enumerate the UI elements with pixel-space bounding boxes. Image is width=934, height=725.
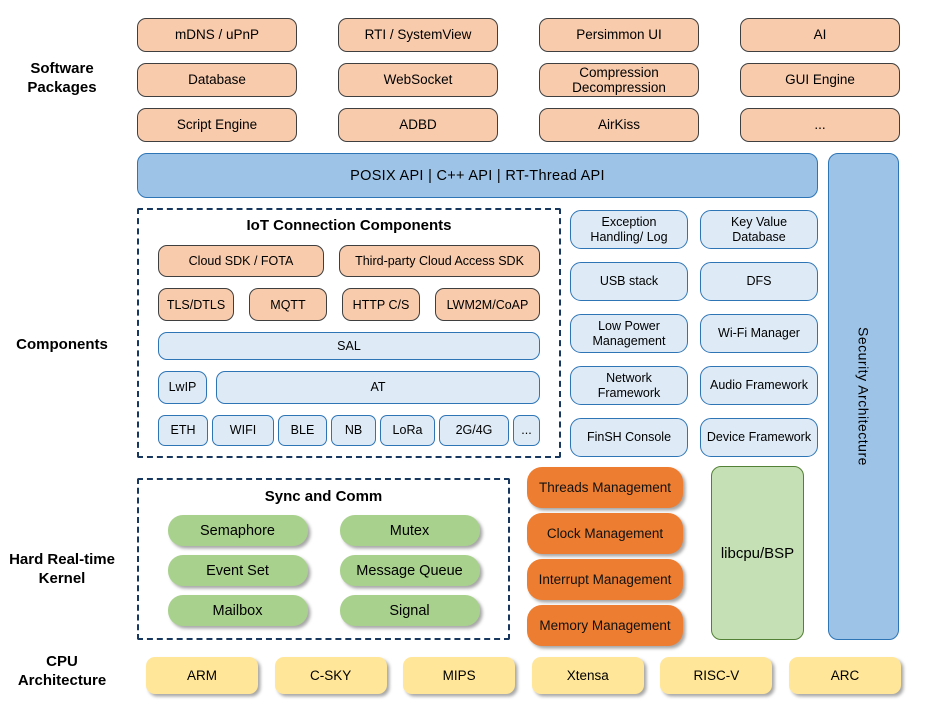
sync-item: Event Set (167, 555, 308, 586)
sync-item: Semaphore (167, 515, 308, 546)
sal-box: SAL (158, 332, 540, 360)
at-box: AT (216, 371, 540, 404)
iot-protocol-box: LWM2M/CoAP (435, 288, 540, 321)
package-box: AI (740, 18, 900, 52)
package-box: mDNS / uPnP (137, 18, 297, 52)
package-box: RTI / SystemView (338, 18, 498, 52)
package-box: GUI Engine (740, 63, 900, 97)
link-box: BLE (278, 415, 327, 446)
cpu-box: MIPS (403, 657, 516, 694)
link-box: ... (513, 415, 540, 446)
management-box: Memory Management (527, 605, 683, 646)
component-box: Device Framework (700, 418, 818, 457)
iot-title: IoT Connection Components (246, 217, 452, 234)
iot-sdk-row: Cloud SDK / FOTA Third-party Cloud Acces… (158, 245, 540, 277)
cpu-box: RISC-V (660, 657, 773, 694)
iot-connection-components-box: IoT Connection Components Cloud SDK / FO… (137, 208, 561, 458)
api-bar: POSIX API | C++ API | RT-Thread API (137, 153, 818, 198)
iot-protocol-row: TLS/DTLS MQTT HTTP C/S LWM2M/CoAP (158, 288, 540, 321)
link-box: ETH (158, 415, 208, 446)
kernel-management-column: Threads Management Clock Management Inte… (527, 467, 683, 646)
link-box: 2G/4G (439, 415, 509, 446)
cpu-architecture-row: ARM C-SKY MIPS Xtensa RISC-V ARC (146, 657, 901, 694)
package-box: Script Engine (137, 108, 297, 142)
component-box: DFS (700, 262, 818, 301)
component-box: Network Framework (570, 366, 688, 405)
cpu-box: ARC (788, 657, 901, 694)
link-box: NB (331, 415, 376, 446)
label-software-packages: Software Packages (27, 60, 97, 96)
label-components: Components (16, 336, 108, 353)
component-box: Key Value Database (700, 210, 818, 249)
component-box: USB stack (570, 262, 688, 301)
components-grid: Exception Handling/ Log Key Value Databa… (570, 210, 818, 457)
sync-and-comm-box: Sync and Comm Semaphore Mutex Event Set … (137, 478, 510, 640)
component-box: Exception Handling/ Log (570, 210, 688, 249)
package-box: Persimmon UI (539, 18, 699, 52)
component-box: Audio Framework (700, 366, 818, 405)
software-packages-grid: mDNS / uPnP RTI / SystemView Persimmon U… (137, 18, 900, 142)
iot-sdk-box: Third-party Cloud Access SDK (339, 245, 540, 277)
sync-item: Mutex (339, 515, 480, 546)
security-architecture-bar: Security Architecture (828, 153, 899, 640)
link-box: WIFI (212, 415, 274, 446)
package-box: AirKiss (539, 108, 699, 142)
component-box: Wi-Fi Manager (700, 314, 818, 353)
component-box: FinSH Console (570, 418, 688, 457)
cpu-box: C-SKY (274, 657, 387, 694)
lwip-box: LwIP (158, 371, 207, 404)
package-box: Database (137, 63, 297, 97)
sync-and-comm-grid: Semaphore Mutex Event Set Message Queue … (167, 515, 480, 626)
package-box: ADBD (338, 108, 498, 142)
label-cpu-architecture: CPU Architecture (17, 653, 107, 689)
management-box: Threads Management (527, 467, 683, 508)
iot-protocol-box: MQTT (249, 288, 327, 321)
label-hard-realtime-kernel: Hard Real-time Kernel (9, 551, 115, 587)
sync-item: Signal (339, 595, 480, 626)
package-box: Compression Decompression (539, 63, 699, 97)
iot-protocol-box: TLS/DTLS (158, 288, 234, 321)
iot-sdk-box: Cloud SDK / FOTA (158, 245, 324, 277)
iot-protocol-box: HTTP C/S (342, 288, 420, 321)
iot-links-row: ETH WIFI BLE NB LoRa 2G/4G ... (158, 415, 540, 446)
management-box: Interrupt Management (527, 559, 683, 600)
sync-item: Message Queue (339, 555, 480, 586)
cpu-box: Xtensa (531, 657, 644, 694)
package-box: ... (740, 108, 900, 142)
management-box: Clock Management (527, 513, 683, 554)
libcpu-bsp-box: libcpu/BSP (711, 466, 804, 640)
sync-item: Mailbox (167, 595, 308, 626)
package-box: WebSocket (338, 63, 498, 97)
component-box: Low Power Management (570, 314, 688, 353)
cpu-box: ARM (146, 657, 258, 694)
sync-and-comm-title: Sync and Comm (264, 488, 383, 505)
link-box: LoRa (380, 415, 435, 446)
iot-stack-row: LwIP AT (158, 371, 540, 404)
